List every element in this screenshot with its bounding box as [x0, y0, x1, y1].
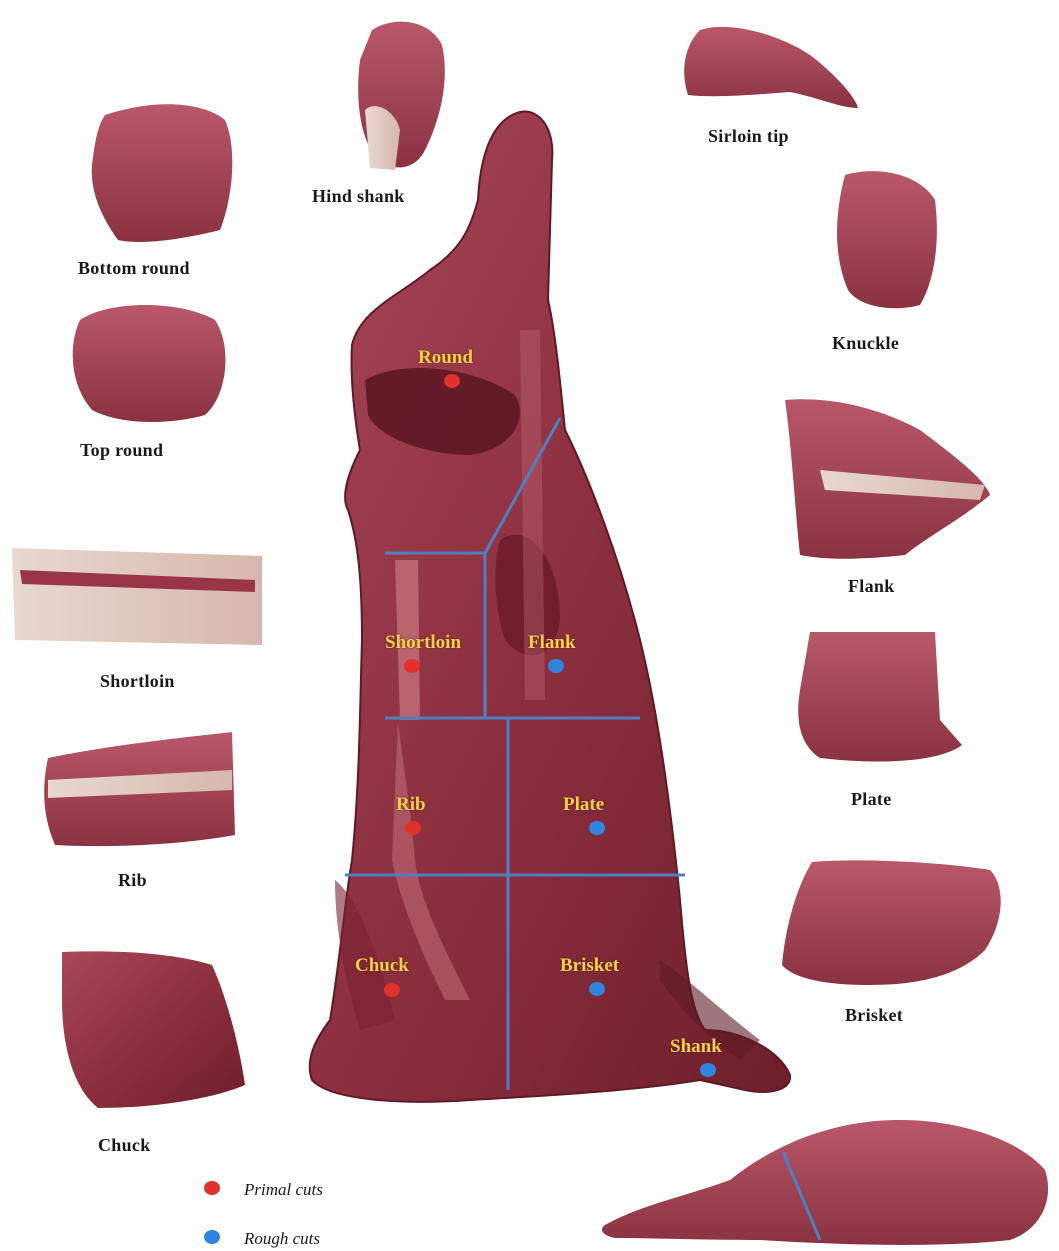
sirloin-tip-photo — [684, 27, 858, 108]
label-flank: Flank — [848, 576, 895, 597]
primal-dot-rib — [405, 821, 421, 835]
label-bottom-round: Bottom round — [78, 258, 190, 279]
label-sirloin-tip: Sirloin tip — [708, 126, 789, 147]
bottom-round-photo — [92, 104, 233, 242]
label-brisket: Brisket — [845, 1005, 903, 1026]
legend-rough-dot — [204, 1230, 220, 1244]
label-plate: Plate — [851, 789, 891, 810]
carcass — [310, 112, 790, 1102]
label-shortloin: Shortloin — [100, 671, 175, 692]
legend-primal-label: Primal cuts — [244, 1180, 323, 1200]
carcass-label-rib: Rib — [396, 794, 426, 816]
carcass-label-flank: Flank — [528, 632, 576, 654]
legend-primal-dot — [204, 1181, 220, 1195]
carcass-label-brisket: Brisket — [560, 955, 619, 977]
label-hind-shank: Hind shank — [312, 186, 405, 207]
knuckle-photo — [837, 171, 937, 308]
carcass-label-shortloin: Shortloin — [385, 632, 461, 654]
primal-dot-chuck — [384, 983, 400, 997]
brisket-photo — [782, 860, 1001, 985]
rough-dot-plate — [589, 821, 605, 835]
label-knuckle: Knuckle — [832, 333, 899, 354]
carcass-label-round: Round — [418, 347, 473, 369]
plate-photo — [798, 632, 962, 762]
rough-dot-flank — [548, 659, 564, 673]
legend-rough-label: Rough cuts — [244, 1229, 320, 1249]
rough-dot-brisket — [589, 982, 605, 996]
primal-dot-round — [444, 374, 460, 388]
shortloin-photo — [12, 548, 262, 645]
carcass-label-shank: Shank — [670, 1036, 722, 1058]
rough-dot-shank — [700, 1063, 716, 1077]
label-chuck: Chuck — [98, 1135, 151, 1156]
carcass-label-chuck: Chuck — [355, 955, 409, 977]
carcass-label-plate: Plate — [563, 794, 604, 816]
label-top-round: Top round — [80, 440, 163, 461]
fore-shank-photo — [602, 1120, 1048, 1245]
top-round-photo — [73, 305, 226, 422]
chuck-photo — [62, 951, 245, 1108]
label-rib: Rib — [118, 870, 147, 891]
primal-dot-shortloin — [404, 659, 420, 673]
